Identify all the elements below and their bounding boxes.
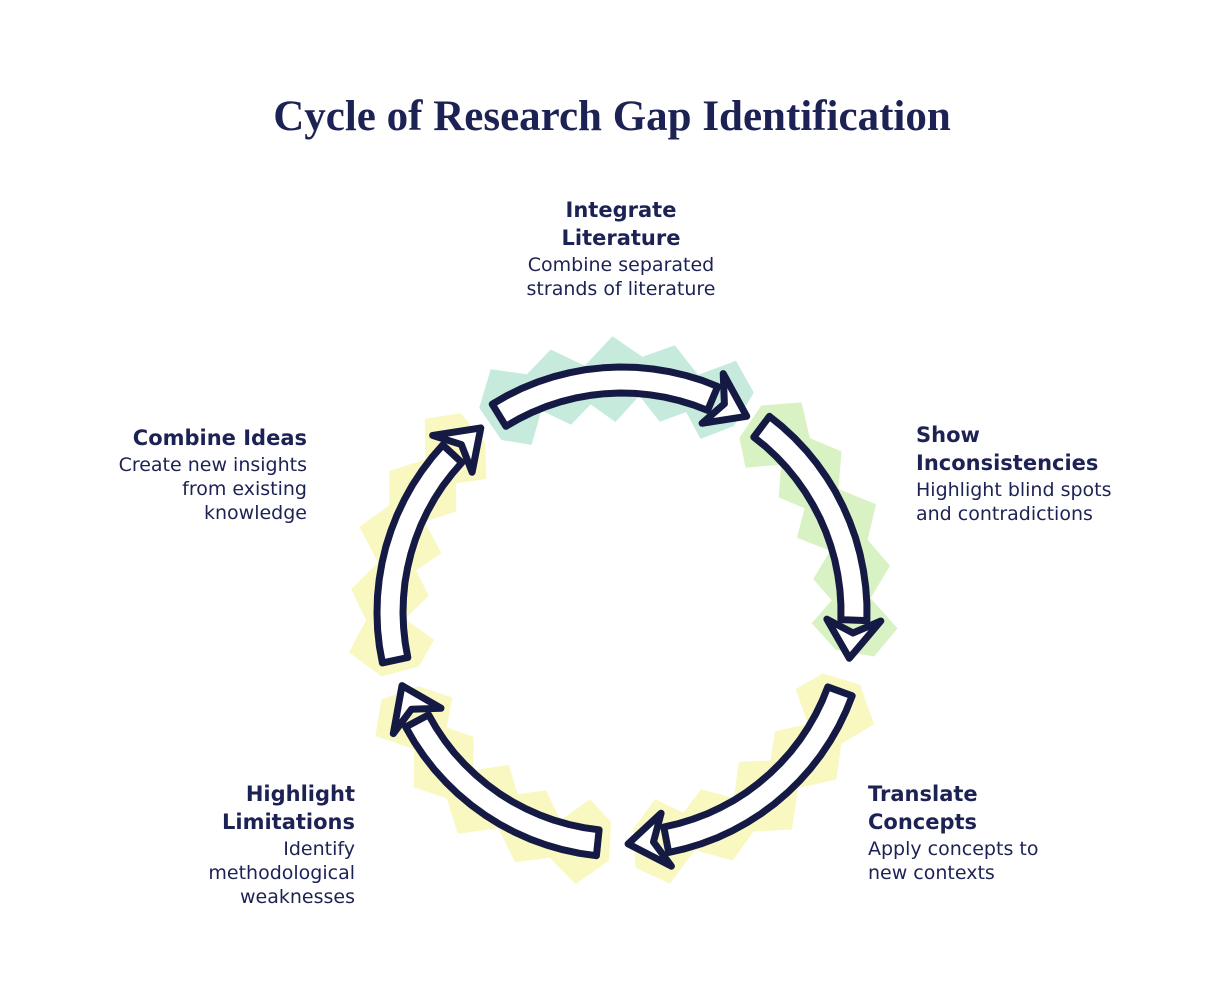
arrow-combine-to-integrate [349,413,487,677]
node-title: Show Inconsistencies [916,423,1099,475]
node-description: Highlight blind spots and contradictions [916,479,1112,525]
arrow-highlight-to-combine [375,682,611,885]
arrow-shaft [488,363,722,430]
node-show-inconsistencies: Show Inconsistencies Highlight blind spo… [916,421,1151,526]
node-integrate-literature: Integrate Literature Combine separated s… [471,196,771,301]
node-combine-ideas: Combine Ideas Create new insights from e… [27,424,307,525]
node-translate-concepts: Translate Concepts Apply concepts to new… [868,780,1093,885]
arrow-head [698,370,751,427]
arrow-translate-to-highlight [624,673,875,884]
node-title: Integrate Literature [561,198,681,250]
arrow-shaft [402,711,603,860]
node-description: Combine separated strands of literature [526,254,716,300]
arrow-head [624,809,675,870]
arrow-shaft [750,412,871,625]
node-title: Translate Concepts [868,782,978,834]
arrow-integrate-to-show [479,336,754,445]
arrow-shaft [373,441,466,667]
arrow-head [823,615,885,662]
page-title: Cycle of Research Gap Identification [273,93,951,140]
node-highlight-limitations: Highlight Limitations Identify methodolo… [115,780,355,909]
arrow-show-to-translate [739,402,898,662]
arrow-shaft [660,683,856,856]
arrow-head [429,424,485,476]
arrow-head [389,682,445,738]
node-description: Create new insights from existing knowle… [118,454,307,524]
node-description: Identify methodological weaknesses [208,838,355,908]
node-description: Apply concepts to new contexts [868,838,1039,884]
node-title: Highlight Limitations [222,782,355,834]
node-title: Combine Ideas [132,426,307,450]
